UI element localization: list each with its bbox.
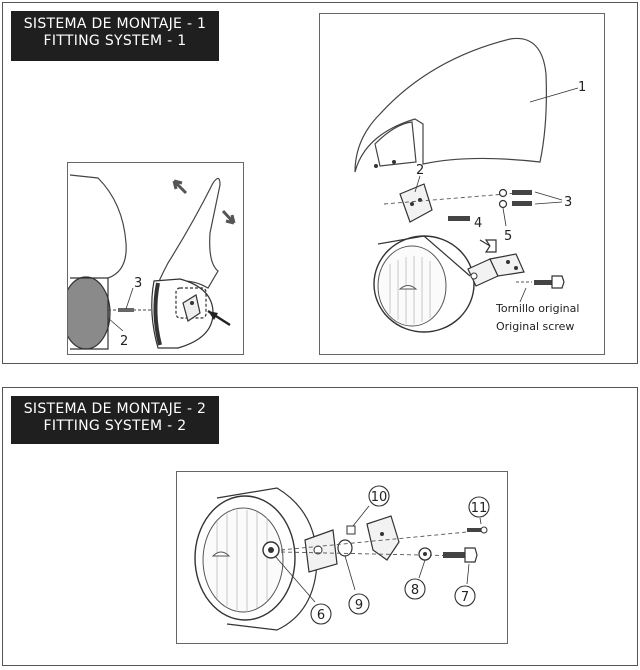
title-english: FITTING SYSTEM - 1 (43, 33, 187, 49)
label-1: 1 (578, 80, 586, 95)
exploded-view-figure: 1 2 3 4 5 (319, 13, 605, 355)
screw-3b (512, 201, 532, 206)
label-3-left: 3 (134, 276, 142, 291)
headlight-lens-left (68, 276, 111, 350)
rotate-arrow-up-icon (172, 179, 188, 195)
label-2-left: 2 (120, 334, 128, 349)
label-6: 6 (317, 608, 325, 623)
label-10: 10 (371, 490, 388, 505)
label-3: 3 (564, 195, 572, 210)
fitting-system-1-panel: SISTEMA DE MONTAJE - 1 FITTING SYSTEM - … (2, 2, 638, 364)
caption-original-screw-en: Original screw (496, 320, 574, 333)
label-7: 7 (461, 590, 469, 605)
title-spanish: SISTEMA DE MONTAJE - 2 (23, 401, 207, 417)
windscreen (354, 37, 547, 173)
original-screw (534, 280, 552, 285)
label-8: 8 (411, 583, 419, 598)
title-spanish: SISTEMA DE MONTAJE - 1 (23, 16, 207, 32)
label-2: 2 (416, 163, 424, 178)
bracket-2 (399, 183, 433, 223)
side-view-detail-figure: 3 2 (67, 162, 244, 355)
label-11: 11 (471, 501, 488, 516)
caption-original-screw-es: Tornillo original (495, 302, 579, 315)
screw-4 (448, 216, 470, 221)
fitting-system-2-panel: SISTEMA DE MONTAJE - 2 FITTING SYSTEM - … (2, 387, 638, 666)
exploded-view-figure-2: 6 9 10 8 (176, 471, 508, 644)
label-4: 4 (474, 216, 482, 231)
side-view-drawing: 3 2 (68, 174, 236, 350)
bracket-2b (366, 515, 400, 561)
fitting-system-1-title: SISTEMA DE MONTAJE - 1 FITTING SYSTEM - … (11, 11, 219, 61)
direction-arrow-icon (479, 239, 497, 253)
washer-5a (498, 188, 508, 198)
bracket-icon (182, 294, 201, 322)
nut-10 (346, 525, 356, 535)
label-9: 9 (355, 598, 363, 613)
title-english: FITTING SYSTEM - 2 (43, 418, 187, 434)
screw-3a (512, 190, 532, 195)
headlight-right (151, 278, 214, 349)
fitting-system-2-title: SISTEMA DE MONTAJE - 2 FITTING SYSTEM - … (11, 396, 219, 444)
exploded-view-drawing: 1 2 3 4 5 (354, 37, 586, 333)
label-5: 5 (504, 229, 512, 244)
screw-icon (118, 308, 134, 312)
screw-11 (467, 528, 483, 532)
exploded-view-drawing-2: 6 9 10 8 (194, 485, 490, 631)
screw-7 (443, 552, 465, 558)
washer-5b (498, 199, 508, 209)
windscreen-outline-left (69, 174, 127, 279)
rotate-arrow-down-icon (221, 209, 236, 225)
